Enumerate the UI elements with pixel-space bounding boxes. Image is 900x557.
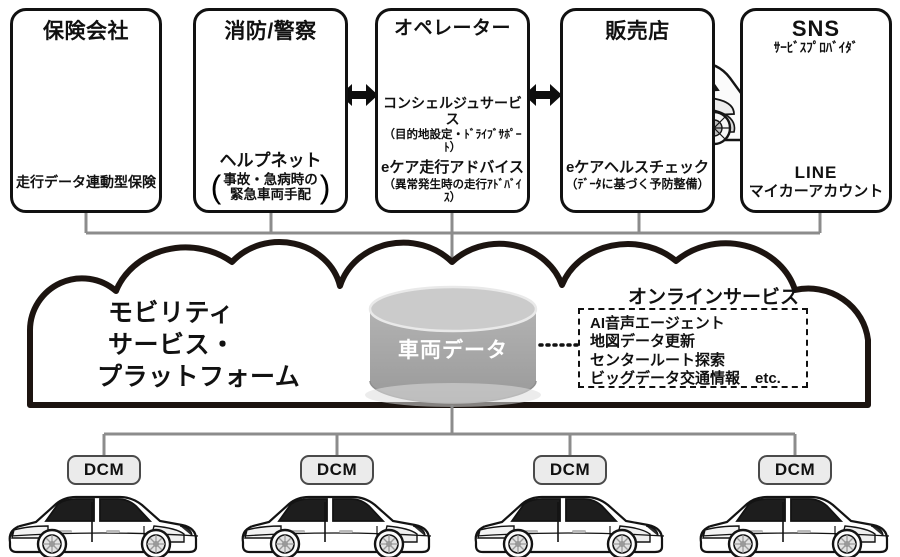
online-services-title: オンラインサービス bbox=[628, 287, 800, 308]
actor-note-fire-police-line1: 事故・急病時の bbox=[223, 171, 318, 187]
dcm-tag-4[interactable]: DCM bbox=[758, 455, 832, 485]
actor-note-fire-police-line2: 緊急車両手配 bbox=[230, 187, 311, 203]
dcm-tag-3[interactable]: DCM bbox=[533, 455, 607, 485]
actor-sub-fire-police: ヘルプネット bbox=[219, 151, 322, 171]
actor-box-sns[interactable]: SNS ｻｰﾋﾞｽﾌﾟﾛﾊﾞｲﾀﾞ LINE マイカーアカウント bbox=[740, 8, 892, 213]
vehicle-data-label-wrap: 車両データ bbox=[370, 334, 536, 364]
online-services-box: AI音声エージェント 地図データ更新 センタールート探索 ビッグデータ交通情報 … bbox=[578, 308, 808, 388]
paren-left-icon: ( bbox=[210, 168, 222, 205]
online-service-item-2: 地図データ更新 bbox=[590, 333, 696, 351]
cloud-title-line2: サービス・ bbox=[108, 331, 236, 359]
actor-sub-operator-ecare: eケア走行アドバイス bbox=[381, 159, 524, 177]
actor-sub-sns-line1: LINE bbox=[794, 163, 838, 183]
online-service-item-4: ビッグデータ交通情報 etc. bbox=[590, 369, 781, 387]
vehicle-data-cylinder bbox=[365, 285, 541, 407]
cloud-title-line3: プラットフォーム bbox=[97, 363, 301, 391]
actor-title-fire-police: 消防/警察 bbox=[224, 20, 317, 43]
paren-right-icon: ) bbox=[319, 168, 331, 205]
actor-sub-operator-concierge: コンシェルジュサービス bbox=[382, 94, 523, 127]
bidirectional-arrow-left bbox=[340, 84, 378, 106]
actor-box-dealer[interactable]: 販売店 eケアヘルスチェック （ﾃﾞｰﾀに基づく予防整備） bbox=[560, 8, 715, 213]
actor-title-sns: SNS bbox=[791, 16, 841, 41]
actor-title-operator: オペレーター bbox=[393, 18, 511, 39]
actor-sub-sns-line2: マイカーアカウント bbox=[748, 182, 884, 200]
actor-sub-insurance: 走行データ連動型保険 bbox=[16, 173, 156, 190]
actor-box-operator[interactable]: オペレーター コンシェルジュサービス （目的地設定・ﾄﾞﾗｲﾌﾞｻﾎﾟｰﾄ） e… bbox=[375, 8, 530, 213]
actor-sub-dealer: eケアヘルスチェック bbox=[565, 158, 710, 176]
actor-note-operator-ecare: （異常発生時の走行ｱﾄﾞﾊﾞｲｽ） bbox=[383, 176, 522, 204]
dcm-tag-1[interactable]: DCM bbox=[67, 455, 141, 485]
actor-note-operator-concierge: （目的地設定・ﾄﾞﾗｲﾌﾞｻﾎﾟｰﾄ） bbox=[383, 126, 522, 155]
actor-box-insurance[interactable]: 保険会社 走行データ連動型保険 bbox=[10, 8, 162, 213]
cloud-title-line1: モビリティ bbox=[108, 299, 235, 327]
online-service-item-3: センタールート探索 bbox=[590, 351, 726, 369]
bidirectional-arrow-right bbox=[524, 84, 562, 106]
actor-title-insurance: 保険会社 bbox=[43, 20, 129, 43]
actor-subtitle-sns: ｻｰﾋﾞｽﾌﾟﾛﾊﾞｲﾀﾞ bbox=[773, 41, 859, 57]
actor-note-dealer: （ﾃﾞｰﾀに基づく予防整備） bbox=[565, 177, 710, 192]
online-service-item-1: AI音声エージェント bbox=[590, 315, 725, 332]
actor-box-fire-police[interactable]: 消防/警察 ヘルプネット ( 事故・急病時の 緊急車両手配 ) bbox=[193, 8, 348, 213]
cloud-vehicle-connectors bbox=[102, 405, 797, 455]
actor-title-dealer: 販売店 bbox=[605, 20, 670, 43]
dcm-tag-2[interactable]: DCM bbox=[300, 455, 374, 485]
vehicle-data-label: 車両データ bbox=[398, 339, 508, 362]
